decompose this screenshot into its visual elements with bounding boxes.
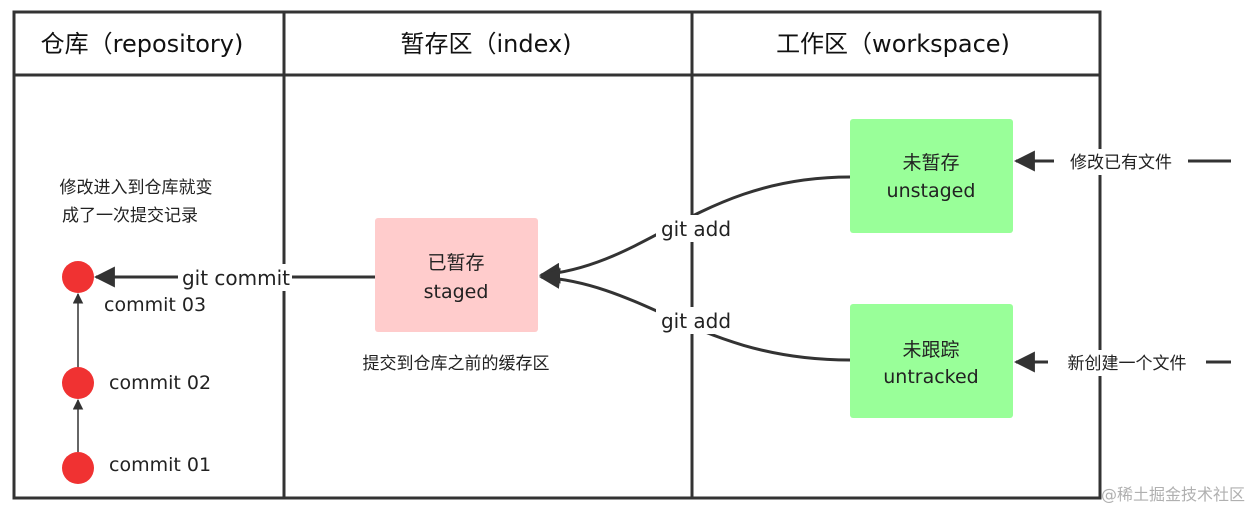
git-commit-label-bg <box>178 264 292 291</box>
header-workspace: 工作区（workspace) <box>776 30 1010 58</box>
create-new-label: 新创建一个文件 <box>1068 354 1187 374</box>
modify-existing-label: 修改已有文件 <box>1070 153 1172 173</box>
commit-label-02: commit 02 <box>109 372 211 394</box>
unstaged-box-title: 未暂存 <box>902 152 959 174</box>
staged-box <box>375 218 538 332</box>
staged-box-title: 已暂存 <box>427 252 484 274</box>
header-repository: 仓库（repository) <box>41 30 244 58</box>
commit-dot-02 <box>62 367 94 399</box>
repository-note-line1: 修改进入到仓库就变 <box>60 178 213 198</box>
git-add-lower-label-bg <box>656 307 736 334</box>
git-commit-label: git commit <box>182 266 290 290</box>
index-note: 提交到仓库之前的缓存区 <box>363 354 550 374</box>
repository-note-line2: 成了一次提交记录 <box>62 206 198 226</box>
untracked-box-subtitle: untracked <box>883 366 979 388</box>
create-new-label-bg <box>1048 350 1206 376</box>
git-add-upper-label: git add <box>661 217 731 241</box>
diagram-frame <box>12 10 1102 500</box>
commit-dot-03 <box>62 261 94 293</box>
untracked-box <box>850 304 1013 418</box>
commit-dot-01 <box>62 452 94 484</box>
commit-label-01: commit 01 <box>109 454 211 476</box>
commit-label-03: commit 03 <box>104 294 206 316</box>
modify-existing-label-bg <box>1054 149 1188 175</box>
unstaged-box-subtitle: unstaged <box>887 180 976 202</box>
unstaged-box <box>850 119 1013 233</box>
untracked-box-title: 未跟踪 <box>902 339 959 361</box>
header-index: 暂存区（index) <box>400 30 571 58</box>
watermark: @稀土掘金技术社区 <box>1101 485 1245 504</box>
staged-box-subtitle: staged <box>424 281 489 303</box>
git-add-upper-label-bg <box>656 215 736 242</box>
git-add-lower-label: git add <box>661 309 731 333</box>
